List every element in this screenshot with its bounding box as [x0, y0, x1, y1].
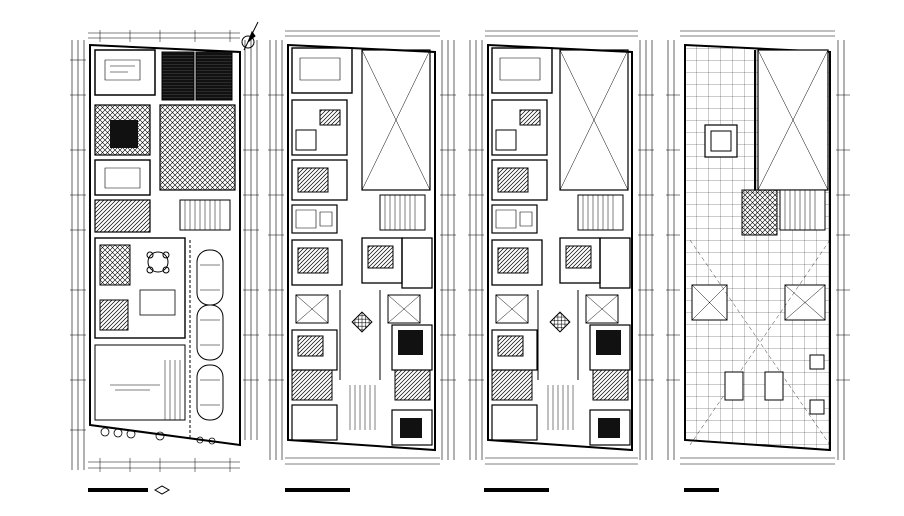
stair [547, 385, 574, 430]
bedroom [291, 159, 348, 201]
bedroom [491, 404, 538, 441]
kitchen [291, 99, 348, 156]
north-arrow-icon [241, 21, 259, 51]
plan-title-bar [684, 488, 719, 492]
dimension-lines [666, 30, 850, 465]
bathroom [491, 204, 538, 234]
bathroom [491, 369, 533, 401]
floor-plan-typical-1 [268, 30, 456, 492]
bedroom [491, 47, 553, 94]
skylight [809, 354, 825, 370]
bedroom [291, 47, 353, 94]
bedroom [589, 409, 631, 446]
bathroom [291, 369, 333, 401]
skylight [809, 399, 825, 415]
parking-area [189, 240, 224, 440]
bedroom [491, 159, 548, 201]
light-well [585, 294, 619, 324]
car-icon [196, 304, 224, 361]
bathroom [291, 204, 338, 234]
plan-title-bar [88, 488, 148, 492]
plan-title-bar [484, 488, 549, 492]
light-well [559, 49, 629, 191]
plan-title-bar [285, 488, 350, 492]
bedroom [491, 239, 543, 286]
bedroom [291, 404, 338, 441]
bedroom [401, 237, 433, 289]
floor-plan-typical-2 [468, 30, 654, 492]
stair-roof [741, 189, 778, 236]
skylight [724, 371, 744, 401]
skylight [764, 371, 784, 401]
dimension-lines [268, 30, 456, 465]
living-dining [94, 237, 186, 339]
floor-plan-roof [666, 30, 850, 492]
corridor [339, 290, 381, 380]
stair [379, 194, 426, 231]
kitchen [491, 99, 548, 156]
light-well [295, 294, 329, 324]
corridor [537, 290, 579, 380]
bathroom [94, 199, 151, 233]
bedroom [599, 237, 631, 289]
floor-plan-ground [70, 21, 259, 495]
stair [577, 194, 624, 231]
outer-wall [89, 43, 241, 447]
planters [100, 427, 216, 445]
bedroom [94, 159, 151, 196]
light-well [361, 49, 431, 191]
light-well [495, 294, 529, 324]
front-garden [94, 344, 186, 421]
bedroom [391, 409, 433, 446]
dimension-lines [70, 30, 259, 472]
light-well [387, 294, 421, 324]
patio-tile [159, 104, 236, 191]
bedroom [94, 49, 156, 96]
car-icon [196, 364, 224, 421]
terrace-tile [161, 51, 195, 101]
bathroom [592, 369, 629, 401]
terrace-tile [195, 51, 233, 101]
bathroom [394, 369, 431, 401]
bedroom [291, 239, 343, 286]
water-tank [704, 124, 738, 158]
stair [349, 385, 376, 430]
car-icon [196, 249, 224, 306]
dimension-lines [468, 30, 654, 465]
